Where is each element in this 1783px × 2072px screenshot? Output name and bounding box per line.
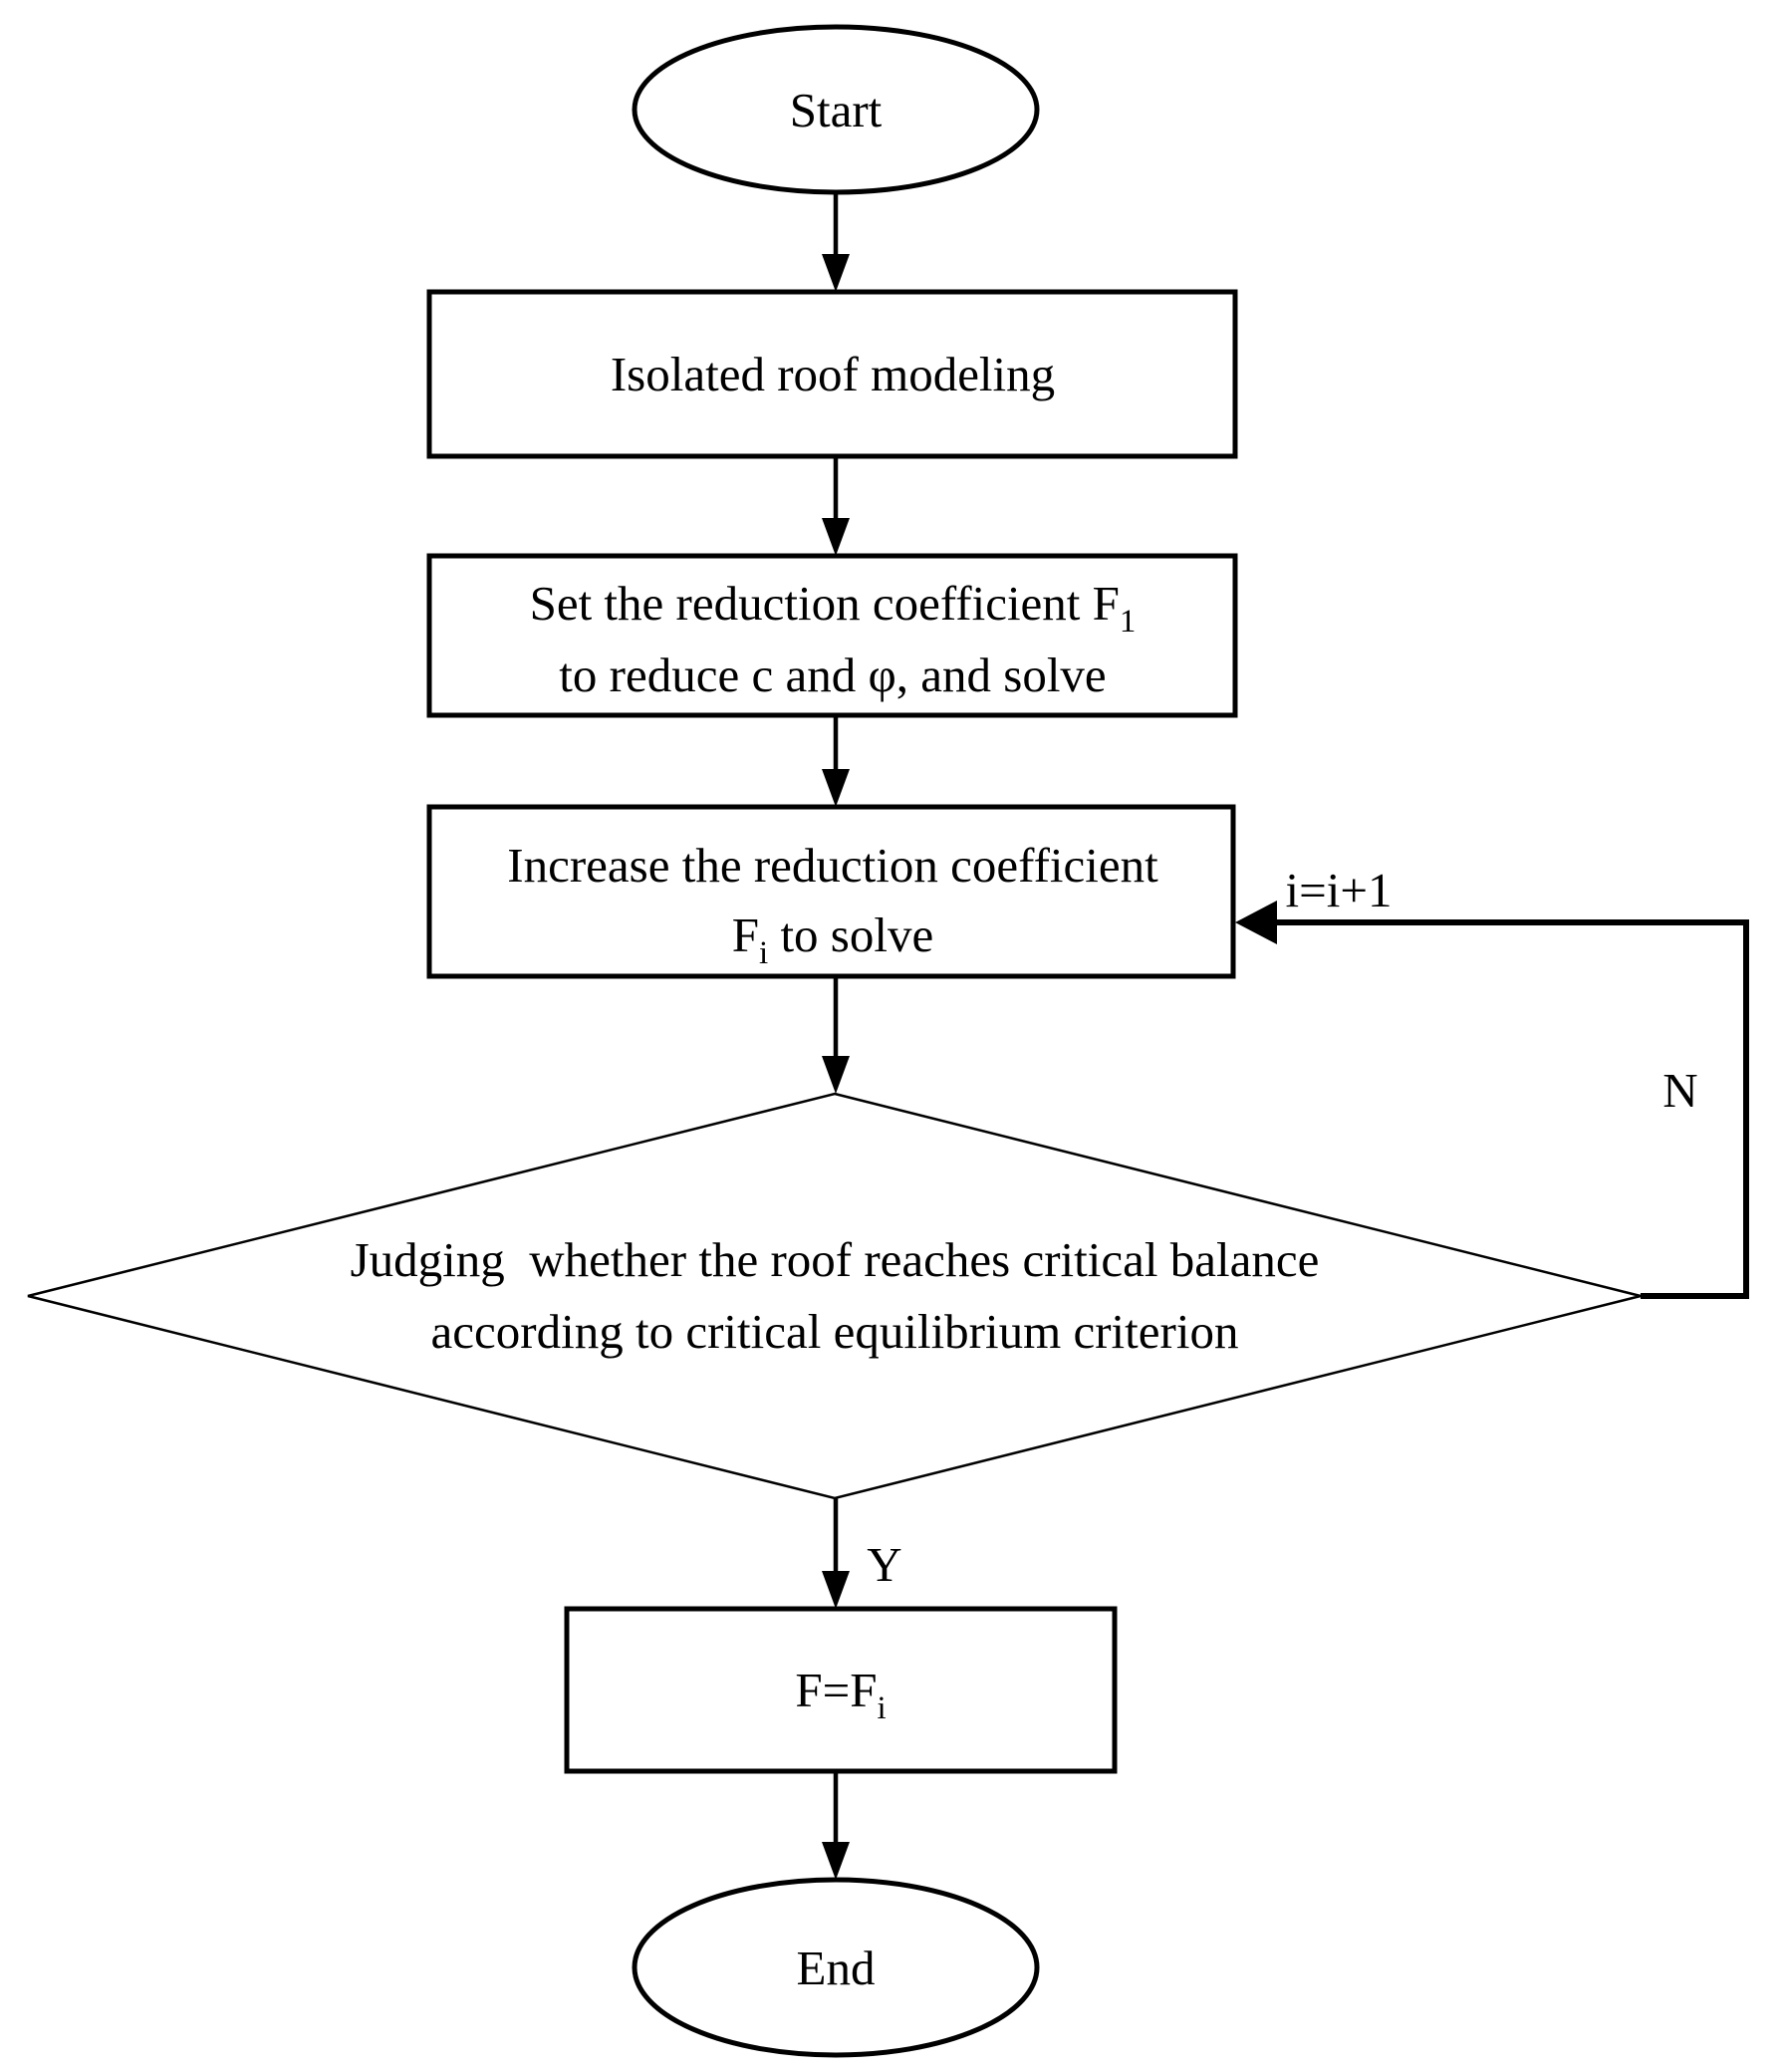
arrow-head (1235, 901, 1277, 944)
set-coefficient-label-line1: Set the reduction coefficient F1 (530, 576, 1137, 640)
set-coefficient-node: Set the reduction coefficient F1 to redu… (426, 553, 1238, 718)
loop-line (1275, 919, 1749, 1299)
judge-label-line1: Judging whether the roof reaches critica… (351, 1232, 1320, 1287)
modeling-node: Isolated roof modeling (426, 289, 1238, 459)
arrow-set-to-increase (822, 715, 850, 807)
arrow-head (822, 1571, 850, 1609)
start-label: Start (790, 83, 883, 137)
assign-box (564, 1606, 1118, 1774)
loop-no-branch: N i=i+1 (1235, 863, 1749, 1299)
arrow-modeling-to-set (822, 456, 850, 556)
assign-label: F=Fi (795, 1663, 886, 1726)
start-node: Start (632, 24, 1040, 195)
no-label: N (1662, 1063, 1697, 1118)
arrow-assign-to-end (822, 1771, 850, 1880)
modeling-box (426, 289, 1238, 459)
subscript-i: i (759, 935, 768, 971)
increment-label: i=i+1 (1286, 863, 1393, 917)
arrow-increase-to-judge (822, 976, 850, 1094)
increase-coefficient-label-line1: Increase the reduction coefficient (507, 838, 1158, 893)
judge-diamond (27, 1092, 1642, 1500)
modeling-label: Isolated roof modeling (611, 347, 1055, 401)
increase-coefficient-box (426, 804, 1236, 979)
increase-coefficient-node: Increase the reduction coefficient Fi to… (426, 804, 1236, 979)
increase-coefficient-label-line2: Fi to solve (732, 907, 933, 971)
end-node: End (632, 1877, 1040, 2058)
arrow-head (822, 518, 850, 556)
arrow-head (822, 1056, 850, 1094)
arrow-head (822, 769, 850, 807)
assign-node: F=Fi (564, 1606, 1118, 1774)
judge-label-line2: according to critical equilibrium criter… (431, 1304, 1239, 1359)
arrow-head (822, 1842, 850, 1880)
set-coefficient-label-line2: to reduce c and φ, and solve (559, 648, 1106, 702)
end-label: End (797, 1941, 876, 1995)
judge-node: Judging whether the roof reaches critica… (27, 1092, 1642, 1500)
arrow-judge-to-assign: Y (822, 1498, 902, 1609)
arrow-start-to-modeling (822, 192, 850, 292)
end-ellipse (632, 1877, 1040, 2058)
set-coefficient-box (426, 553, 1238, 718)
subscript-1: 1 (1120, 604, 1137, 640)
arrow-head (822, 254, 850, 292)
yes-label: Y (867, 1537, 901, 1592)
subscript-i: i (877, 1690, 886, 1726)
